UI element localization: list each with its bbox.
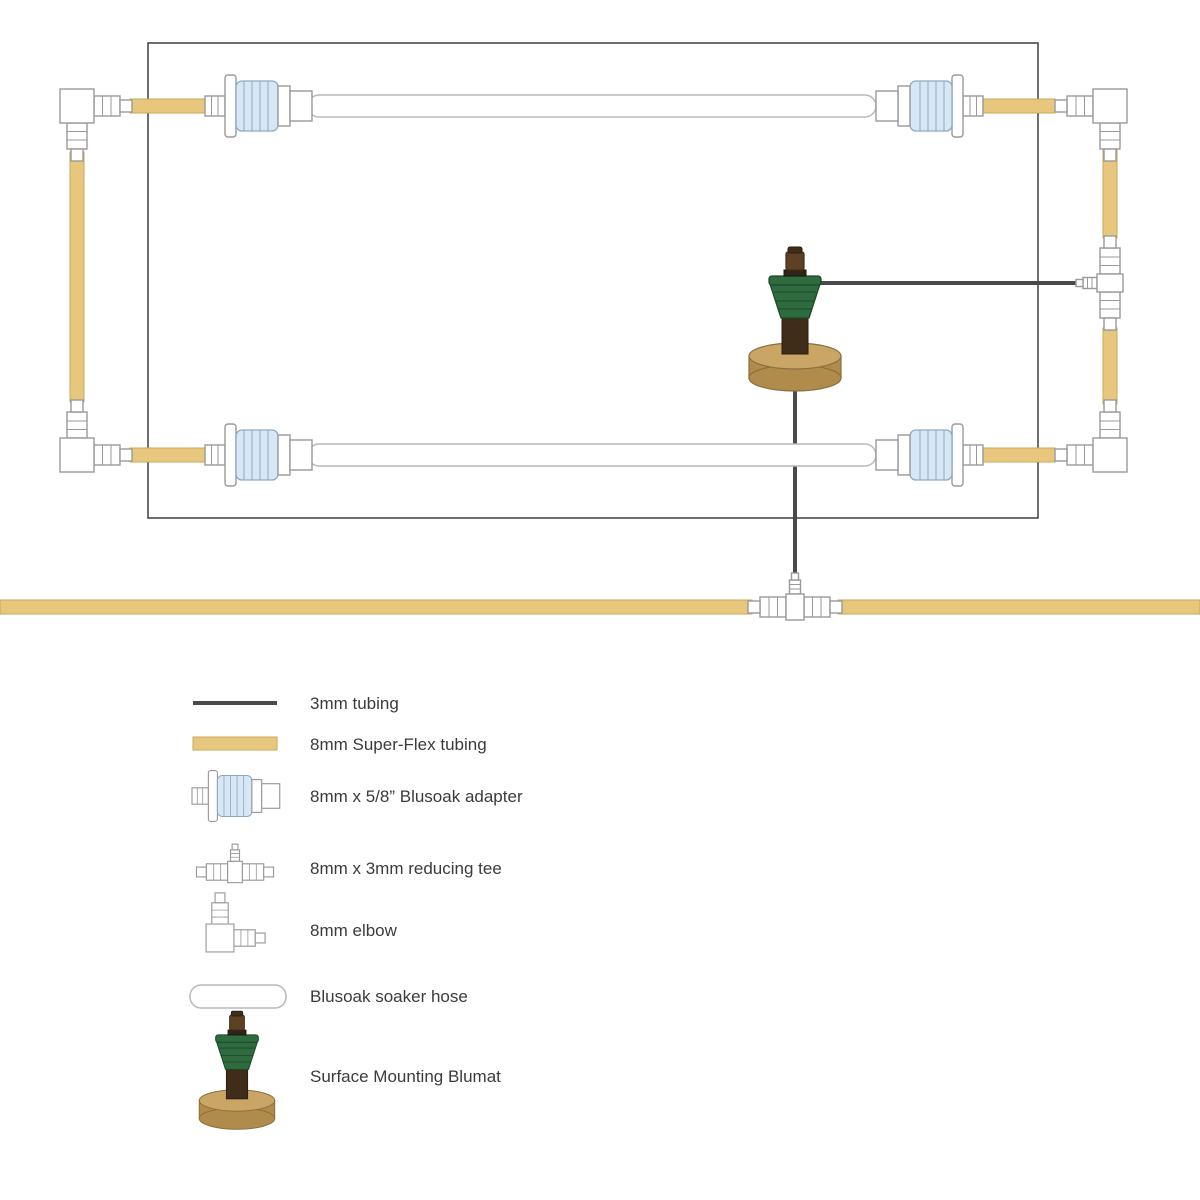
flex-vertical-left [69, 151, 85, 403]
flex-vertical-right-lower [1102, 327, 1118, 405]
flex-vertical-right-upper [1102, 149, 1118, 239]
flex-stub-top-left [129, 98, 209, 114]
legend-item-blusoak-adapter: 8mm x 5/8” Blusoak adapter [191, 770, 523, 822]
reducing-tee-bottom [748, 573, 842, 620]
garden-bed-outline [147, 42, 1039, 519]
blusoak-adapter-icon [191, 770, 281, 822]
legend-item-3mm-tubing: 3mm tubing [193, 694, 399, 713]
flex-tubing-segments [0, 98, 1200, 615]
blusoak-adapter-bottom-right [875, 423, 984, 487]
legend-label: Surface Mounting Blumat [310, 1067, 501, 1086]
legend-item-soaker-hose: Blusoak soaker hose [189, 984, 468, 1009]
legend-label: 8mm elbow [310, 921, 398, 940]
blusoak-adapter-top-right [875, 74, 984, 138]
flex-stub-bottom-right [979, 447, 1056, 463]
legend-item-superflex-tubing: 8mm Super-Flex tubing [192, 735, 487, 754]
legend: 3mm tubing 8mm Super-Flex tubing 8mm x 5… [189, 694, 523, 1130]
blumat-icon [198, 1010, 276, 1130]
flex-stub-top-right [979, 98, 1056, 114]
elbow-bottom-right [1055, 400, 1127, 472]
legend-item-reducing-tee: 8mm x 3mm reducing tee [196, 844, 502, 883]
legend-label: 8mm Super-Flex tubing [310, 735, 487, 754]
legend-label: Blusoak soaker hose [310, 987, 468, 1006]
legend-item-blumat: Surface Mounting Blumat [198, 1010, 501, 1130]
legend-item-elbow: 8mm elbow [206, 893, 398, 952]
legend-label: 8mm x 5/8” Blusoak adapter [310, 787, 523, 806]
elbow-icon [206, 893, 265, 952]
elbow-top-left [60, 89, 132, 161]
reducing-tee-icon [196, 844, 273, 883]
soaker-hose-icon [189, 984, 287, 1009]
elbow-top-right [1055, 89, 1127, 161]
superflex-tubing-icon [192, 736, 278, 751]
legend-label: 3mm tubing [310, 694, 399, 713]
flex-stub-bottom-left [129, 447, 209, 463]
reducing-tee-right [1076, 236, 1123, 330]
soaker-hose-bottom [307, 443, 877, 467]
main-supply-line-left [0, 599, 753, 615]
blumat-sensor [748, 246, 842, 392]
main-supply-line-right [837, 599, 1200, 615]
soaker-hose-top [307, 94, 877, 118]
blusoak-adapter-bottom-left [204, 423, 313, 487]
legend-label: 8mm x 3mm reducing tee [310, 859, 502, 878]
blusoak-adapter-top-left [204, 74, 313, 138]
elbow-bottom-left [60, 400, 132, 472]
